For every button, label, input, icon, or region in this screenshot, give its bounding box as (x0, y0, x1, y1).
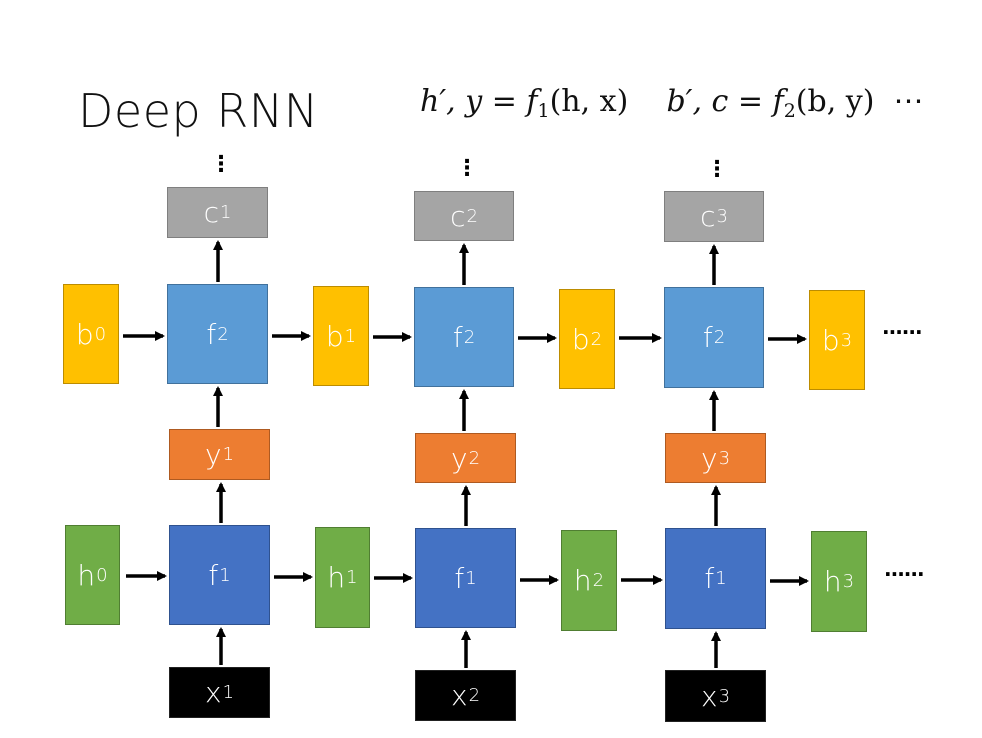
formula-part2-fn: f (772, 84, 784, 119)
continuation-bottom: ······ (884, 562, 925, 586)
formula-ellipsis: ⋯ (893, 84, 924, 119)
formula-part2-lhs: b′, c = (666, 84, 773, 119)
vertical-ellipsis-col3: ⋮ (706, 157, 728, 182)
formula-part1-args: (h, x) (549, 84, 629, 119)
formula: h′, y = f1(h, x) b′, c = f2(b, y) ⋯ (420, 84, 924, 122)
formula-part2-sub: 2 (783, 100, 796, 122)
formula-part1-lhs: h′, y = (420, 84, 527, 119)
slide-title: Deep RNN (78, 84, 319, 138)
vertical-ellipsis-col1: ⋮ (210, 152, 232, 177)
vertical-ellipsis-col2: ⋮ (456, 156, 478, 181)
continuation-top: ······ (882, 320, 923, 344)
formula-part1-sub: 1 (537, 100, 550, 122)
formula-part2-args: (b, y) (795, 84, 875, 119)
formula-part1-fn: f (526, 84, 538, 119)
